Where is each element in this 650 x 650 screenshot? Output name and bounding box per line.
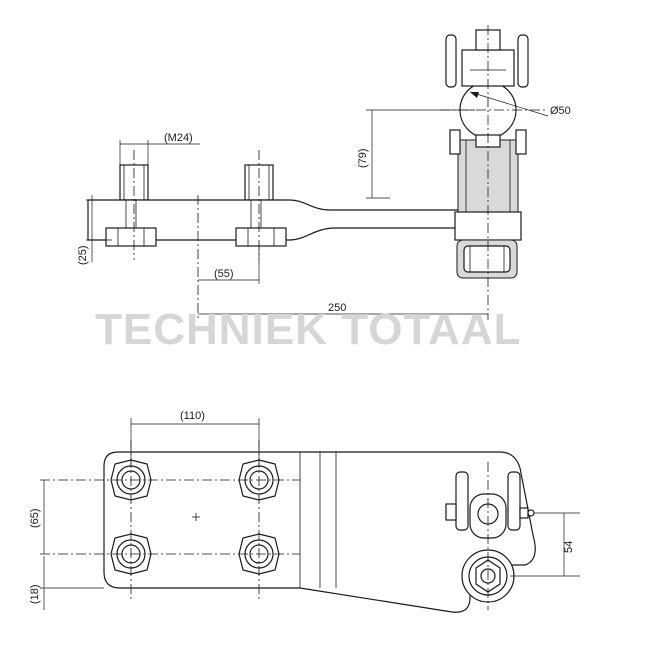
watermark: TECHNIEK TOTAAL	[95, 305, 521, 354]
ball-joint-housing	[449, 129, 527, 279]
label-54: 54	[563, 541, 575, 553]
dim-25	[86, 195, 112, 262]
side-view: (M24) Ø50 (79) (25) (55) 250	[77, 25, 571, 320]
nut-right	[235, 227, 287, 247]
ball-top-clevis	[445, 29, 529, 88]
dim-79	[366, 109, 475, 199]
label-250: 250	[328, 302, 346, 314]
nut-left	[105, 227, 157, 247]
label-79: (79)	[357, 148, 369, 168]
dim-110	[130, 418, 260, 466]
dim-18	[40, 556, 104, 610]
label-55: (55)	[214, 268, 234, 280]
label-18: (18)	[29, 584, 41, 604]
dim-diameter	[469, 91, 549, 117]
label-65: (65)	[29, 508, 41, 528]
dim-55	[198, 246, 260, 284]
label-25: (25)	[77, 245, 89, 265]
dim-54	[510, 512, 580, 577]
dim-m24	[119, 140, 200, 165]
label-m24: (M24)	[164, 132, 193, 144]
label-diameter: Ø50	[550, 105, 571, 117]
label-110: (110)	[180, 410, 205, 422]
plan-view: (110) (65) (18) 54	[29, 410, 580, 613]
